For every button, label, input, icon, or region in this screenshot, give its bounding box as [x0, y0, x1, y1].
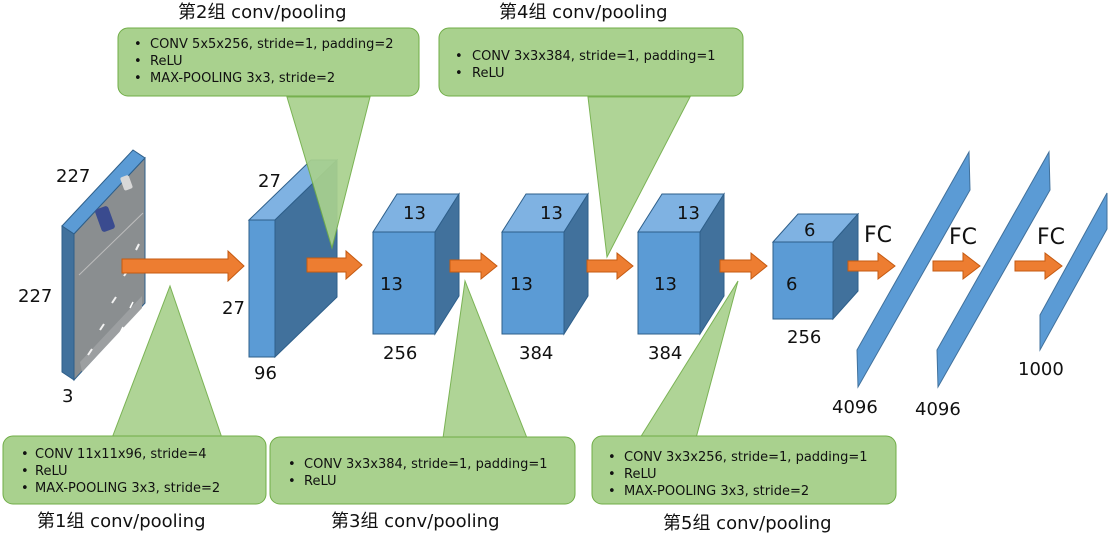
car-icon [95, 206, 115, 232]
svg-text:•: • [21, 447, 29, 462]
block-5-top-label: 6 [804, 220, 815, 241]
group-1-item-2: ReLU [35, 464, 68, 479]
fc-layer-2 [936, 150, 1051, 389]
group-3-title: 第3组 conv/pooling [331, 511, 500, 532]
fc-layer-1 [856, 150, 971, 389]
block-2-bottom-label: 256 [383, 343, 417, 364]
block-4-top-label: 13 [677, 203, 700, 224]
group-4-item-1: CONV 3x3x384, stride=1, padding=1 [472, 49, 716, 64]
block-1-top-label: 27 [258, 171, 281, 192]
group-2-item-2: ReLU [150, 54, 183, 69]
arrow-5 [719, 251, 768, 281]
svg-text:•: • [288, 474, 296, 489]
svg-text:•: • [608, 484, 616, 499]
group-1-title: 第1组 conv/pooling [37, 511, 206, 532]
callout-4-box [438, 27, 744, 97]
feature-block-2 [372, 192, 460, 336]
group-4-title: 第4组 conv/pooling [499, 2, 668, 23]
group-5-title: 第5组 conv/pooling [663, 513, 832, 534]
feature-block-4 [637, 192, 725, 336]
input-width-label: 227 [56, 166, 90, 187]
svg-text:•: • [21, 464, 29, 479]
group-5-item-3: MAX-POOLING 3x3, stride=2 [624, 484, 809, 499]
group-1-item-3: MAX-POOLING 3x3, stride=2 [35, 481, 220, 496]
block-4-left-label: 13 [654, 274, 677, 295]
group-2-title: 第2组 conv/pooling [178, 2, 347, 23]
fc-1-size: 4096 [832, 397, 878, 418]
arrow-2 [306, 249, 363, 281]
feature-block-5 [771, 212, 860, 321]
svg-text:•: • [21, 481, 29, 496]
fc-layer-3 [1039, 192, 1108, 352]
block-2-top-label: 13 [403, 203, 426, 224]
block-3-left-label: 13 [510, 274, 533, 295]
callout-4-pointer [587, 96, 691, 259]
svg-text:•: • [455, 49, 463, 64]
group-4-item-2: ReLU [472, 66, 505, 81]
group-2-item-1: CONV 5x5x256, stride=1, padding=2 [150, 37, 394, 52]
group-1-item-1: CONV 11x11x96, stride=4 [35, 447, 207, 462]
input-height-label: 227 [18, 286, 52, 307]
fc-2-size: 4096 [915, 399, 961, 420]
feature-block-3 [501, 192, 589, 336]
block-1-bottom-label: 96 [254, 363, 277, 384]
arrow-7 [932, 251, 981, 281]
group-3-item-1: CONV 3x3x384, stride=1, padding=1 [304, 457, 548, 472]
svg-text:•: • [134, 54, 142, 69]
svg-text:•: • [608, 450, 616, 465]
input-image [61, 149, 146, 382]
svg-text:•: • [288, 457, 296, 472]
group-5-item-1: CONV 3x3x256, stride=1, padding=1 [624, 450, 868, 465]
block-4-bottom-label: 384 [648, 343, 682, 364]
svg-text:•: • [134, 37, 142, 52]
block-3-bottom-label: 384 [519, 343, 553, 364]
callout-1-box [2, 435, 267, 505]
callout-2-box [117, 27, 420, 97]
road-photo [73, 156, 146, 382]
callout-3-box [269, 436, 576, 505]
svg-text:•: • [134, 71, 142, 86]
group-2-item-3: MAX-POOLING 3x3, stride=2 [150, 71, 335, 86]
arrow-1 [121, 249, 245, 283]
callout-2-pointer [286, 96, 371, 250]
fc-3-size: 1000 [1018, 359, 1064, 380]
block-5-left-label: 6 [786, 274, 797, 295]
group-5-item-2: ReLU [624, 467, 657, 482]
arrow-4 [586, 251, 634, 281]
fc-1-title: FC [864, 223, 892, 248]
input-depth-label: 3 [62, 386, 73, 407]
block-2-left-label: 13 [380, 274, 403, 295]
svg-text:•: • [608, 467, 616, 482]
svg-text:•: • [455, 66, 463, 81]
fc-3-title: FC [1037, 225, 1065, 250]
block-5-bottom-label: 256 [787, 327, 821, 348]
arrow-6 [847, 251, 896, 281]
arrow-8 [1014, 251, 1063, 281]
fc-2-title: FC [949, 225, 977, 250]
group-3-item-2: ReLU [304, 474, 337, 489]
arrow-3 [449, 251, 498, 281]
block-3-top-label: 13 [540, 203, 563, 224]
block-1-left-label: 27 [222, 298, 245, 319]
callout-5-box [591, 435, 897, 505]
